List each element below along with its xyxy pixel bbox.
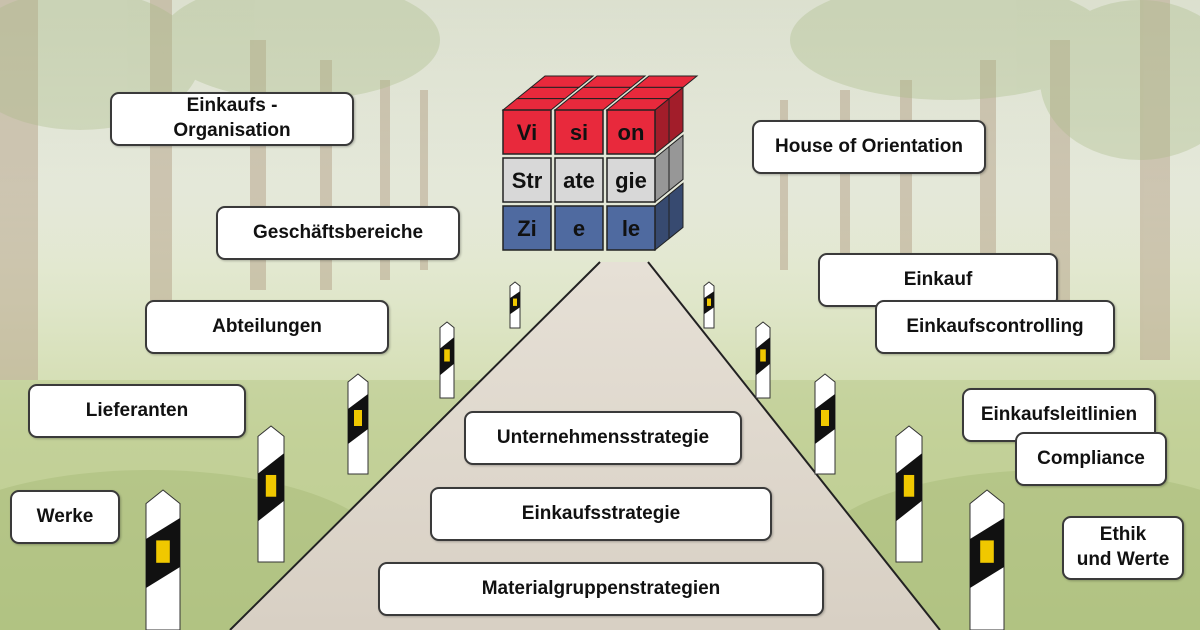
road-edge-right xyxy=(647,261,941,630)
cube-side-face xyxy=(668,182,684,240)
label-text: House of Orientation xyxy=(775,135,963,157)
label-einkauf: Einkauf xyxy=(818,253,1058,307)
road-edge-left xyxy=(229,261,601,630)
reflector-post xyxy=(895,425,923,563)
cube-top-face xyxy=(633,75,699,88)
cube-cell xyxy=(554,205,604,251)
cube-side-face xyxy=(654,145,670,204)
label-text: Einkaufs - Organisation xyxy=(173,95,291,141)
reflector-post xyxy=(755,321,771,399)
cube-cell-text: le xyxy=(622,216,640,241)
label-house-of-orientation: House of Orientation xyxy=(752,120,986,174)
cube-cell-text: e xyxy=(573,216,585,241)
label-compliance: Compliance xyxy=(1015,432,1167,486)
cube-cell-text: on xyxy=(618,120,645,145)
label-lieferanten: Lieferanten xyxy=(28,384,246,438)
label-einkaufs-organisation: Einkaufs - Organisation xyxy=(110,92,354,146)
label-text: Einkaufscontrolling xyxy=(906,315,1084,337)
cube-top-face xyxy=(515,86,581,100)
label-werke: Werke xyxy=(10,490,120,544)
label-text: Ethik und Werte xyxy=(1076,524,1170,570)
reflector-post xyxy=(969,489,1005,630)
label-text: Einkaufsleitlinien xyxy=(980,403,1138,425)
cube-cell-text: si xyxy=(570,120,588,145)
cube-top-face xyxy=(567,86,633,100)
cube-cell-text: Vi xyxy=(517,120,537,145)
reflector-post xyxy=(257,425,285,563)
label-text: Geschäftsbereiche xyxy=(252,221,424,243)
reflector-post xyxy=(509,281,521,329)
cube-side-face xyxy=(668,134,684,192)
cube-cell xyxy=(606,109,656,155)
label-einkaufscontrolling: Einkaufscontrolling xyxy=(875,300,1115,354)
cube-cell xyxy=(606,205,656,251)
label-text: Einkauf xyxy=(903,268,973,290)
tree-trunks xyxy=(0,0,1170,380)
reflector-post xyxy=(703,281,715,329)
label-text: Lieferanten xyxy=(85,399,189,421)
cube-cell-text: Zi xyxy=(517,216,537,241)
label-unternehmensstrategie: Unternehmensstrategie xyxy=(464,411,742,465)
cube-top-face xyxy=(553,98,619,111)
label-abteilungen: Abteilungen xyxy=(145,300,389,354)
label-text: Abteilungen xyxy=(212,315,322,337)
cube-cell-text: gie xyxy=(615,168,647,193)
cube-top-face xyxy=(581,75,647,88)
label-text: Unternehmensstrategie xyxy=(496,426,710,448)
cube-top-face xyxy=(529,75,595,88)
label-materialgruppenstrategien: Materialgruppenstrategien xyxy=(378,562,824,616)
cube-cell xyxy=(606,157,656,203)
reflector-post xyxy=(439,321,455,399)
label-text: Einkaufsstrategie xyxy=(521,502,681,524)
cube-cell xyxy=(554,157,604,203)
label-geschaeftsbereiche: Geschäftsbereiche xyxy=(216,206,460,260)
label-einkaufsstrategie: Einkaufsstrategie xyxy=(430,487,772,541)
reflector-post xyxy=(145,489,181,630)
cube-cell xyxy=(502,205,552,251)
cube-cell-text: Str xyxy=(512,168,543,193)
label-text: Werke xyxy=(36,505,94,527)
cube-cell xyxy=(502,157,552,203)
cube-cell xyxy=(502,109,552,155)
label-text: Compliance xyxy=(1037,447,1145,469)
cube-side-face xyxy=(654,193,670,252)
cube-cell xyxy=(554,109,604,155)
label-ethik-und-werte: Ethik und Werte xyxy=(1062,516,1184,580)
reflector-post xyxy=(814,373,836,475)
reflector-post xyxy=(347,373,369,475)
cube-top-face xyxy=(501,98,567,111)
cube-cell-text: ate xyxy=(563,168,595,193)
label-einkaufsleitlinien: Einkaufsleitlinien xyxy=(962,388,1156,442)
label-text: Materialgruppenstrategien xyxy=(481,577,721,599)
